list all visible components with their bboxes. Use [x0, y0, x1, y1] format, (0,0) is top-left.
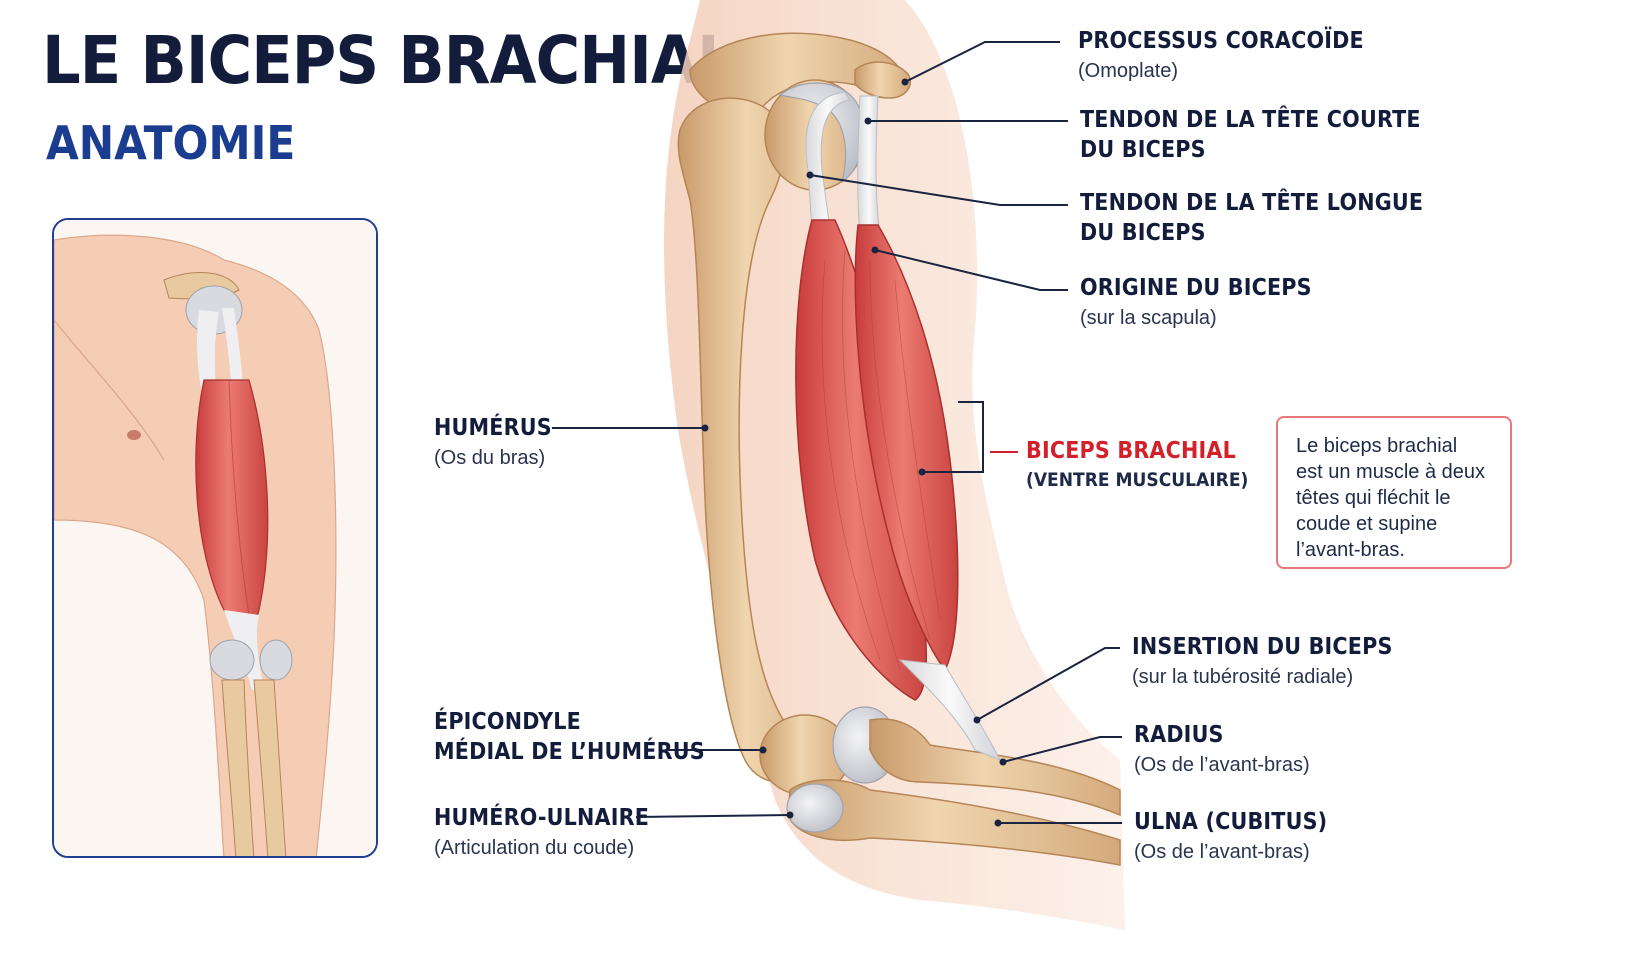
humero-ulnar-joint: [786, 783, 844, 833]
label-biceps-sub: (VENTRE MUSCULAIRE): [1026, 468, 1249, 491]
label-coracoid-name: PROCESSUS CORACOÏDE: [1078, 28, 1364, 54]
label-short-head-line1: TENDON DE LA TÊTE COURTE: [1080, 107, 1421, 133]
label-biceps-origin: ORIGINE DU BICEPS (sur la scapula): [1080, 275, 1338, 330]
label-radius-name: RADIUS: [1134, 722, 1224, 748]
muscle-fibers: [821, 249, 941, 671]
label-short-head-tendon: TENDON DE LA TÊTE COURTE DU BICEPS: [1080, 107, 1459, 164]
label-ulna-sub: (Os de l’avant-bras): [1134, 840, 1310, 863]
label-humerus-sub: (Os du bras): [434, 446, 546, 469]
label-insertion-sub: (sur la tubérosité radiale): [1132, 665, 1354, 688]
label-ulna-name: ULNA (CUBITUS): [1134, 809, 1328, 835]
label-biceps-insertion: INSERTION DU BICEPS (sur la tubérosité r…: [1132, 634, 1422, 689]
info-line-5: l’avant-bras.: [1296, 539, 1405, 561]
page-title: LE BICEPS BRACHIAL: [42, 22, 736, 99]
label-medial-epicondyle: ÉPICONDYLE MÉDIAL DE L’HUMÉRUS: [434, 709, 735, 766]
torso-illustration: [54, 220, 376, 856]
page-subtitle: ANATOMIE: [46, 116, 296, 170]
label-biceps-brachial: BICEPS BRACHIAL (VENTRE MUSCULAIRE): [1026, 438, 1273, 491]
label-epicondyle-line2: MÉDIAL DE L’HUMÉRUS: [434, 738, 705, 765]
long-head-tendon: [805, 91, 851, 231]
label-long-head-line2: DU BICEPS: [1080, 219, 1206, 246]
label-short-head-line2: DU BICEPS: [1080, 136, 1206, 163]
label-radius: RADIUS (Os de l’avant-bras): [1134, 722, 1310, 777]
label-origin-name: ORIGINE DU BICEPS: [1080, 275, 1312, 301]
label-humero-ulnar: HUMÉRO-ULNAIRE (Articulation du coude): [434, 805, 673, 860]
label-long-head-tendon: TENDON DE LA TÊTE LONGUE DU BICEPS: [1080, 190, 1461, 247]
label-ulna: ULNA (CUBITUS) (Os de l’avant-bras): [1134, 809, 1349, 864]
label-insertion-name: INSERTION DU BICEPS: [1132, 634, 1393, 660]
leader-lines: [552, 41, 1122, 824]
info-line-1: Le biceps brachial: [1296, 435, 1458, 457]
label-radius-sub: (Os de l’avant-bras): [1134, 753, 1310, 776]
label-coracoid-process: PROCESSUS CORACOÏDE (Omoplate): [1078, 28, 1396, 83]
ulna-bone: [787, 779, 1121, 866]
info-box: Le biceps brachial est un muscle à deux …: [1276, 416, 1512, 569]
info-line-4: coude et supine: [1296, 513, 1438, 535]
label-humero-ulnar-sub: (Articulation du coude): [434, 836, 635, 859]
inset-torso-panel: [52, 218, 378, 858]
label-origin-sub: (sur la scapula): [1080, 306, 1217, 329]
label-biceps-name: BICEPS BRACHIAL: [1026, 438, 1236, 464]
leader-dots: [701, 78, 1007, 827]
label-coracoid-sub: (Omoplate): [1078, 59, 1179, 82]
coracoid-process-bone: [854, 61, 911, 99]
label-humero-ulnar-name: HUMÉRO-ULNAIRE: [434, 805, 650, 831]
label-epicondyle-line1: ÉPICONDYLE: [434, 709, 581, 735]
info-line-3: têtes qui fléchit le: [1296, 487, 1451, 509]
label-humerus-name: HUMÉRUS: [434, 415, 552, 441]
label-humerus: HUMÉRUS (Os du bras): [434, 415, 565, 470]
label-long-head-line1: TENDON DE LA TÊTE LONGUE: [1080, 190, 1424, 216]
distal-biceps-tendon: [898, 659, 1002, 761]
info-line-2: est un muscle à deux: [1296, 461, 1485, 483]
radius-bone: [869, 718, 1121, 817]
